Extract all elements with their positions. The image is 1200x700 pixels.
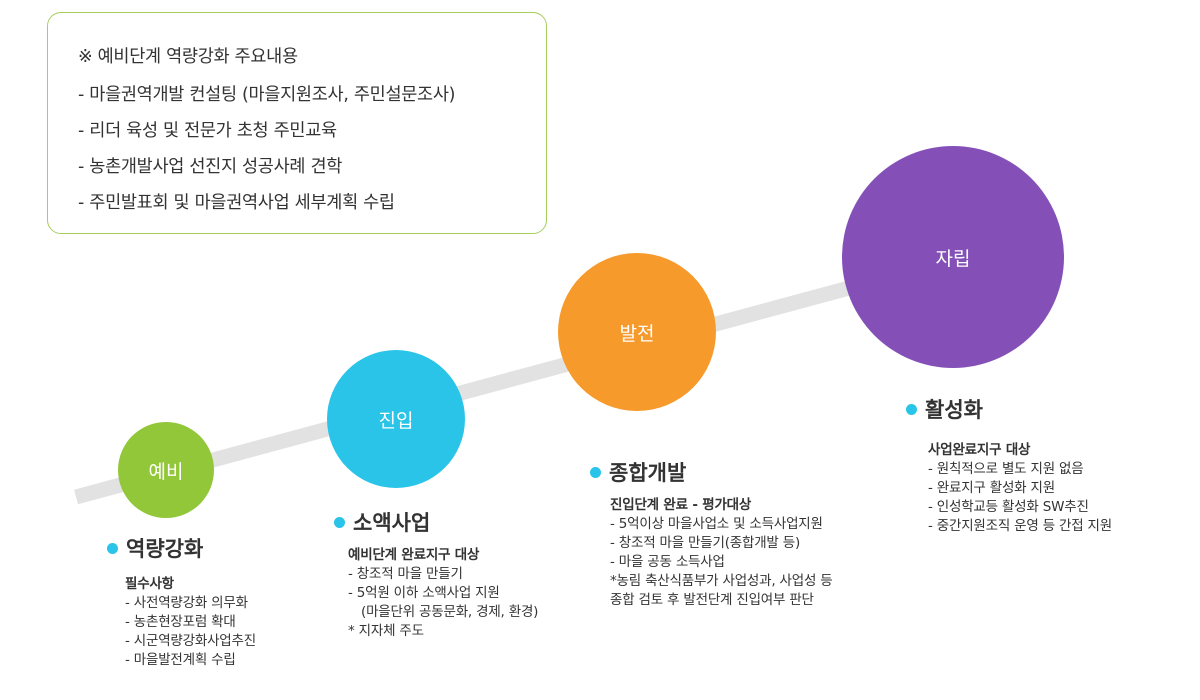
stage-line: * 지자체 주도 [348,623,424,639]
info-item-4: - 주민발표회 및 마을권역사업 세부계획 수립 [78,193,395,213]
stage-heading-baljeon: 진입단계 완료 - 평가대상 [610,497,752,513]
preliminary-stage-info-box: ※ 예비단계 역량강화 주요내용 - 마을권역개발 컨설팅 (마을지원조사, 주… [47,12,547,234]
stage-heading-jinip: 예비단계 완료지구 대상 [348,547,480,563]
bullet-dot-icon [107,542,118,554]
stage-detail-baljeon: 진입단계 완료 - 평가대상 - 5억이상 마을사업소 및 소득사업지원 - 창… [610,496,833,610]
stage-line: (마을단위 공동문화, 경제, 환경) [361,604,539,620]
bullet-dot-icon [590,466,601,478]
stage-title-text-baljeon: 종합개발 [609,461,687,485]
stage-line: - 5억원 이하 소액사업 지원 [348,585,500,601]
stage-line: - 마을 공동 소득사업 [610,554,725,570]
stage-line: - 시군역량강화사업추진 [125,633,256,649]
stage-line: - 농촌현장포럼 확대 [125,614,236,630]
info-item-1: - 마을권역개발 컨설팅 (마을지원조사, 주민설문조사) [78,85,456,105]
stage-title-baljeon: 종합개발 [590,457,686,487]
stage-title-yebi: 역량강화 [107,533,203,563]
stage-line: - 완료지구 활성화 지원 [928,480,1055,496]
stage-title-text-jarip: 활성화 [925,398,983,422]
stage-title-jinip: 소액사업 [334,507,430,537]
stage-title-jarip: 활성화 [906,394,983,424]
stage-detail-jarip: 사업완료지구 대상 - 원칙적으로 별도 지원 없음 - 완료지구 활성화 지원… [928,441,1112,536]
bullet-dot-icon [906,403,917,415]
stage-line: 종합 검토 후 발전단계 진입여부 판단 [610,592,814,608]
stage-circle-label-jinip: 진입 [378,409,414,432]
info-item-2: - 리더 육성 및 전문가 초청 주민교육 [78,121,337,141]
stage-title-text-jinip: 소액사업 [353,511,431,535]
info-box-title: ※ 예비단계 역량강화 주요내용 [78,47,298,67]
stage-circle-jinip: 진입 [327,350,465,488]
stage-circle-label-yebi: 예비 [148,460,184,483]
stage-line: - 창조적 마을 만들기 [348,566,463,582]
stage-circle-label-baljeon: 발전 [619,322,655,345]
stage-detail-yebi: 필수사항 - 사전역량강화 의무화 - 농촌현장포럼 확대 - 시군역량강화사업… [125,575,256,670]
stage-line: - 원칙적으로 별도 지원 없음 [928,461,1084,477]
stage-heading-yebi: 필수사항 [125,576,174,592]
stage-title-text-yebi: 역량강화 [126,537,204,561]
stage-line: - 5억이상 마을사업소 및 소득사업지원 [610,516,823,532]
stage-line: *농림 축산식품부가 사업성과, 사업성 등 [610,573,833,589]
stage-heading-jarip: 사업완료지구 대상 [928,442,1031,458]
stage-detail-jinip: 예비단계 완료지구 대상 - 창조적 마을 만들기 - 5억원 이하 소액사업 … [348,546,538,641]
progress-track-line [74,250,962,505]
stage-circle-label-jarip: 자립 [935,247,971,270]
stage-circle-baljeon: 발전 [558,253,716,411]
stage-circle-yebi: 예비 [118,422,214,518]
stage-line: - 마을발전계획 수립 [125,652,236,668]
stage-circle-jarip: 자립 [842,146,1064,368]
stage-line: - 인성학교등 활성화 SW추진 [928,499,1089,515]
stage-line: - 창조적 마을 만들기(종합개발 등) [610,535,801,551]
stage-line: - 중간지원조직 운영 등 간접 지원 [928,518,1112,534]
bullet-dot-icon [334,516,345,528]
stage-line: - 사전역량강화 의무화 [125,595,248,611]
info-item-3: - 농촌개발사업 선진지 성공사례 견학 [78,157,343,177]
